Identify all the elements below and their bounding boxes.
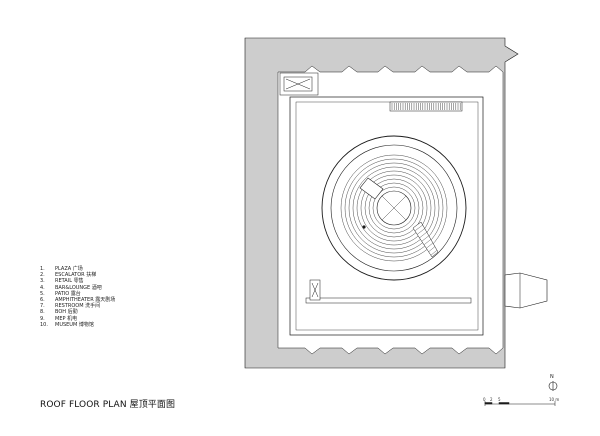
scale-tick-5: 5: [498, 397, 501, 402]
legend-item: 10. MUSEUM 博物馆: [40, 322, 115, 328]
north-arrow-icon: [548, 381, 558, 391]
legend-item-number: 2.: [40, 272, 45, 279]
room-legend: 1. PLAZA 广场 2. ESCALATOR 扶梯 3. RETAIL 零售 4. BAR…: [40, 266, 115, 328]
legend-item-label: BOH 后勤: [55, 309, 78, 316]
legend-item-label: RETAIL 零售: [55, 278, 84, 285]
legend-item-number: 6.: [40, 297, 45, 304]
legend-item-number: 5.: [40, 290, 45, 297]
legend-item-label: BAR&LOUNGE 酒吧: [55, 284, 102, 291]
legend-item-label: ESCALATOR 扶梯: [55, 272, 97, 279]
legend-item: 9. MEP 机电: [40, 316, 115, 322]
legend-item-number: 1.: [40, 266, 45, 272]
roof-inner-outline: [289, 96, 484, 336]
legend-item-label: RESTROOM 洗手间: [55, 303, 101, 310]
legend-item-label: PATIO 露台: [55, 290, 81, 297]
drawing-title: ROOF FLOOR PLAN 屋顶平面图: [40, 400, 176, 410]
north-label: N: [550, 374, 554, 380]
legend-item-label: MEP 机电: [55, 315, 78, 322]
legend-item-number: 7.: [40, 303, 45, 310]
roof-inner-outline-2: [295, 101, 479, 331]
escalator: [279, 72, 319, 96]
legend-item-number: 3.: [40, 278, 45, 285]
side-canopy: [504, 272, 548, 309]
legend-item: 3. RETAIL 零售: [40, 278, 115, 284]
amphitheater: [321, 135, 467, 281]
scale-tick-0: 0: [483, 397, 486, 402]
scale-tick-10: 10 m: [549, 397, 560, 402]
scale-tick-2: 2: [490, 397, 493, 402]
legend-item-number: 10.: [40, 321, 48, 328]
legend-item: 7. RESTROOM 洗手间: [40, 303, 115, 309]
legend-item: 6. AMPHITHEATER 露天剧场: [40, 297, 115, 303]
legend-item-label: PLAZA 广场: [55, 266, 83, 272]
legend-item-label: AMPHITHEATER 露天剧场: [55, 297, 116, 304]
legend-item: 4. BAR&LOUNGE 酒吧: [40, 285, 115, 291]
legend-item: 8. BOH 后勤: [40, 309, 115, 315]
legend-item-number: 8.: [40, 309, 45, 316]
legend-item: 2. ESCALATOR 扶梯: [40, 272, 115, 278]
vent-grille: [389, 101, 463, 112]
linear-bench: [305, 279, 472, 304]
legend-item: 5. PATIO 露台: [40, 291, 115, 297]
legend-item: 1. PLAZA 广场: [40, 266, 115, 272]
scale-bar: [484, 401, 556, 406]
legend-item-label: MUSEUM 博物馆: [55, 321, 94, 328]
legend-item-number: 4.: [40, 284, 45, 291]
legend-item-number: 9.: [40, 315, 45, 322]
